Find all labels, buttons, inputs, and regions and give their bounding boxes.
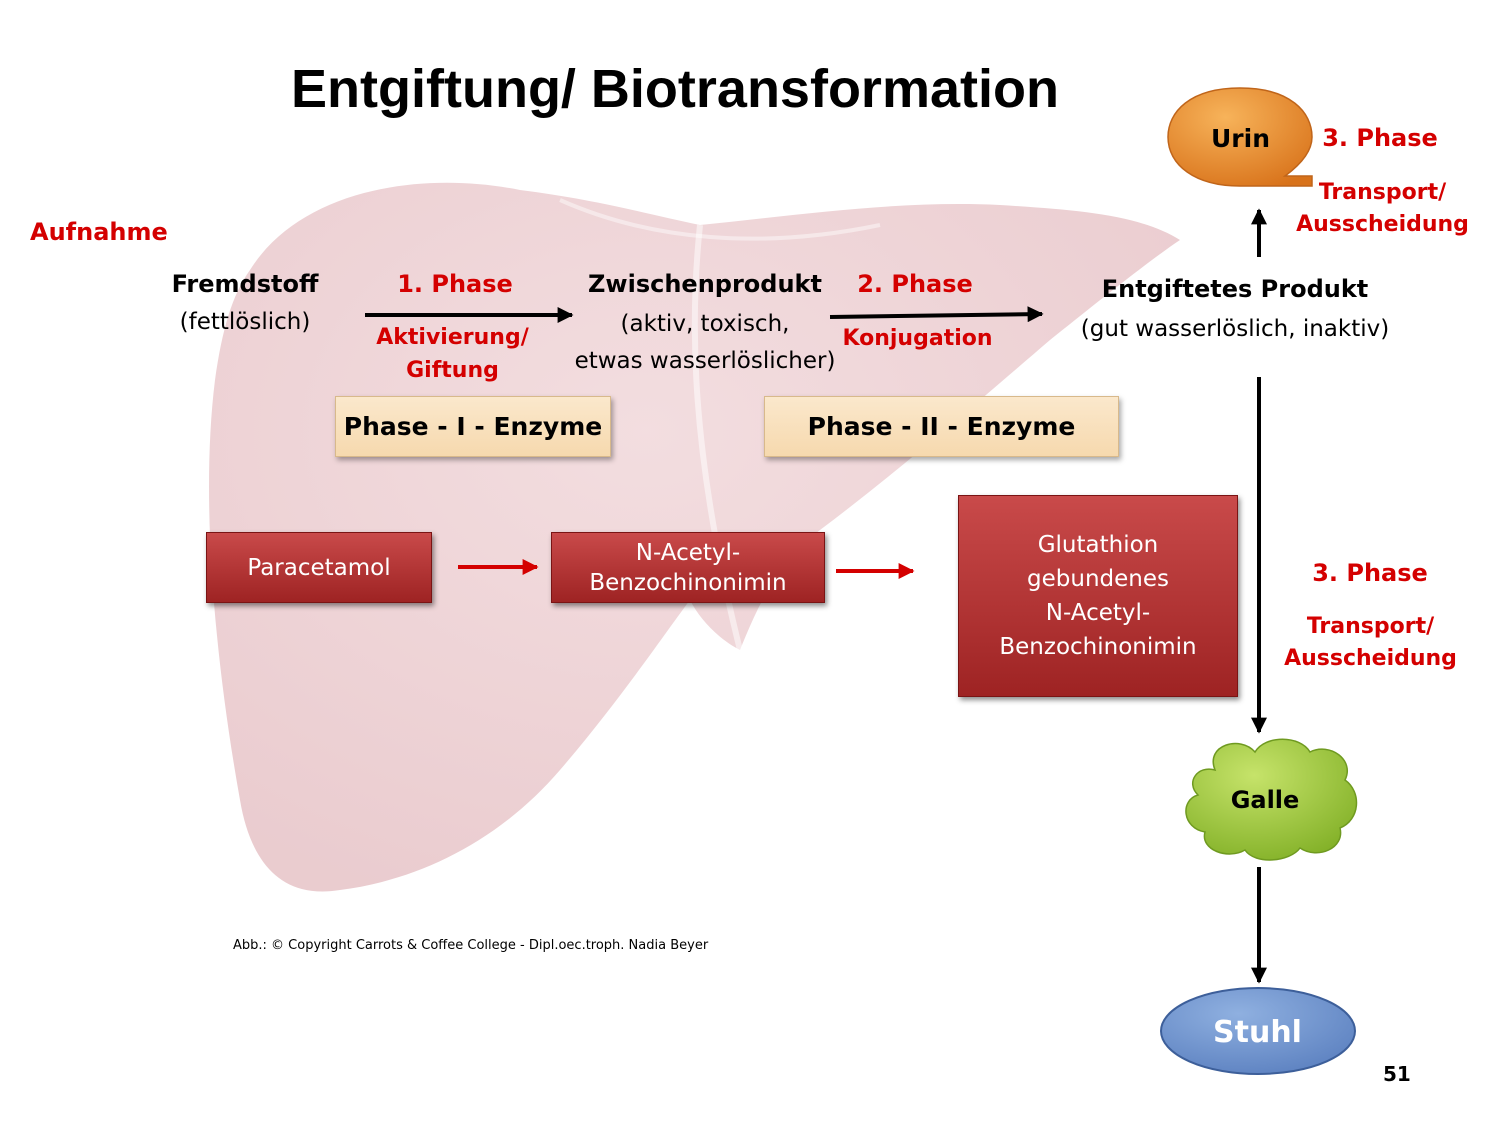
urin-shape <box>1167 87 1313 187</box>
fremdstoff-name: Fremdstoff <box>171 270 319 298</box>
phase1-sub2: Giftung <box>406 358 499 383</box>
glutathion-line2: gebundenes <box>1027 566 1169 592</box>
entgiftetes-produkt-name: Entgiftetes Produkt <box>1101 275 1369 303</box>
phase1-sub1: Aktivierung/ <box>376 325 529 350</box>
phase1-label: 1. Phase <box>397 270 513 298</box>
phase2-label: 2. Phase <box>857 270 973 298</box>
paracetamol-box: Paracetamol <box>206 532 432 603</box>
galle-shape <box>1185 738 1358 861</box>
copyright-note: Abb.: © Copyright Carrots & Coffee Colle… <box>233 938 709 953</box>
galle-label: Galle <box>1230 786 1300 814</box>
zwischenprodukt-desc2: etwas wasserlöslicher) <box>574 348 836 374</box>
aufnahme-label: Aufnahme <box>30 218 168 246</box>
fremdstoff-desc: (fettlöslich) <box>179 309 311 335</box>
phase3-right-sub2: Ausscheidung <box>1284 646 1457 671</box>
glutathion-box: Glutathion gebundenes N-Acetyl- Benzochi… <box>958 495 1238 697</box>
glutathion-line3: N-Acetyl- <box>1045 600 1151 626</box>
napqi-line1: N-Acetyl- <box>635 539 741 566</box>
napqi-box: N-Acetyl- Benzochinonimin <box>551 532 825 603</box>
stuhl-shape <box>1160 987 1356 1075</box>
phase3-top-sub1: Transport/ <box>1318 180 1447 205</box>
zwischenprodukt-name: Zwischenprodukt <box>588 270 822 298</box>
entgiftetes-produkt-desc: (gut wasserlöslich, inaktiv) <box>1080 316 1390 342</box>
liver-ligament <box>559 198 881 241</box>
phase3-right-sub1: Transport/ <box>1306 614 1435 639</box>
page-number: 51 <box>1383 1062 1411 1086</box>
urin-label: Urin <box>1211 123 1270 153</box>
glutathion-line4: Benzochinonimin <box>999 634 1197 660</box>
phase2-arrow <box>829 306 1044 323</box>
napqi-line2: Benzochinonimin <box>589 569 787 596</box>
phase1-enzyme-box: Phase - I - Enzyme <box>335 396 611 457</box>
zwischenprodukt-desc1: (aktiv, toxisch, <box>620 311 790 337</box>
stuhl-label: Stuhl <box>1213 1014 1302 1050</box>
phase2-enzyme-box: Phase - II - Enzyme <box>764 396 1119 457</box>
phase3-top-sub2: Ausscheidung <box>1296 212 1469 237</box>
paracetamol-label: Paracetamol <box>247 554 391 581</box>
phase3-top-label: 3. Phase <box>1322 124 1438 152</box>
page-title: Entgiftung/ Biotransformation <box>291 59 1059 119</box>
glutathion-line1: Glutathion <box>1037 532 1159 558</box>
phase3-right-label: 3. Phase <box>1312 559 1428 587</box>
phase2-sub: Konjugation <box>842 326 993 351</box>
